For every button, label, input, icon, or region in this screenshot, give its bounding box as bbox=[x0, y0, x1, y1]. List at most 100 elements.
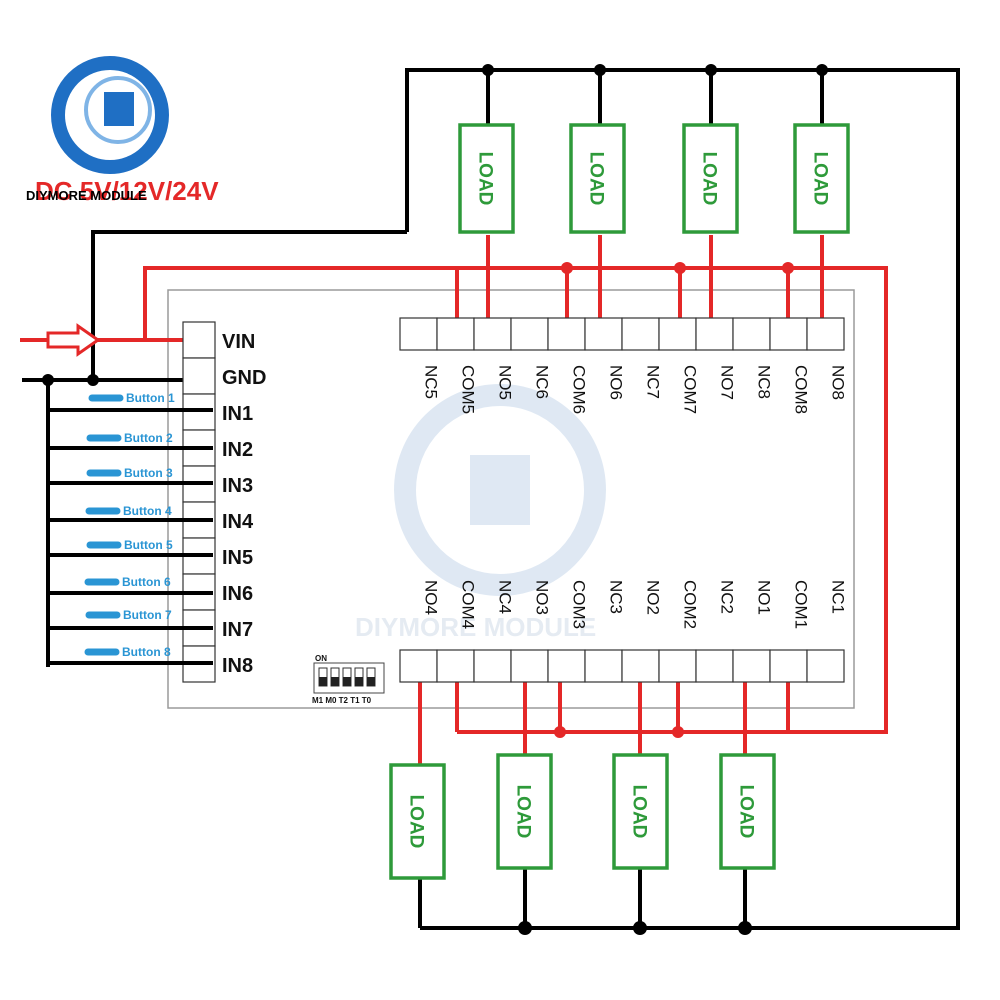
watermark-ring bbox=[394, 384, 606, 596]
terminal-label-com2: COM2 bbox=[681, 580, 700, 629]
load-box bbox=[682, 123, 739, 234]
relay-terminal-slot bbox=[510, 317, 549, 351]
terminal-label-com7: COM7 bbox=[681, 365, 700, 414]
terminal-label-nc7: NC7 bbox=[644, 365, 663, 399]
relay-terminal-slot bbox=[436, 317, 475, 351]
relay-terminal-slot bbox=[769, 317, 808, 351]
ground-node bbox=[594, 64, 606, 76]
relay-terminal-slot bbox=[510, 649, 549, 683]
ground-nodes bbox=[42, 64, 828, 935]
relay-terminal-slot bbox=[621, 649, 660, 683]
pin-label-in3: IN3 bbox=[222, 475, 253, 497]
watermark-mark bbox=[470, 455, 530, 525]
terminal-label-no4: NO4 bbox=[422, 580, 441, 615]
relay-terminal-slot bbox=[473, 317, 512, 351]
button-label: Button 7 bbox=[123, 608, 172, 622]
terminal-label-com6: COM6 bbox=[570, 365, 589, 414]
pin-label-in8: IN8 bbox=[222, 655, 253, 677]
power-nodes bbox=[554, 262, 794, 738]
pin-label-in7: IN7 bbox=[222, 619, 253, 641]
button-label: Button 4 bbox=[123, 504, 172, 518]
terminal-label-com8: COM8 bbox=[792, 365, 811, 414]
load-label: LOAD bbox=[810, 152, 831, 206]
relay-terminal-slot bbox=[806, 649, 845, 683]
ground-node bbox=[738, 921, 752, 935]
terminal-label-com1: COM1 bbox=[792, 580, 811, 629]
terminal-label-no1: NO1 bbox=[755, 580, 774, 615]
dip-lever bbox=[343, 677, 351, 686]
relay-terminal-slot bbox=[473, 649, 512, 683]
terminal-label-no6: NO6 bbox=[607, 365, 626, 400]
relay-terminal-slot bbox=[806, 317, 845, 351]
terminal-label-com5: COM5 bbox=[459, 365, 478, 414]
dip-lever bbox=[367, 677, 375, 686]
watermark: DIYMORE MODULE bbox=[355, 384, 606, 642]
load-box bbox=[719, 753, 776, 870]
power-arrow bbox=[46, 323, 101, 357]
relay-terminal-slot bbox=[584, 649, 623, 683]
input-terminal-slot bbox=[182, 357, 216, 395]
pin-label-vin: VIN bbox=[222, 331, 255, 353]
logo-cube bbox=[104, 92, 134, 126]
pin-label-in2: IN2 bbox=[222, 439, 253, 461]
button-label: Button 1 bbox=[126, 391, 175, 405]
load-label: LOAD bbox=[513, 785, 534, 839]
input-terminal-slot bbox=[182, 321, 216, 359]
terminal-label-no2: NO2 bbox=[644, 580, 663, 615]
relay-terminal-slot bbox=[584, 317, 623, 351]
load-label: LOAD bbox=[406, 795, 427, 849]
relay-terminal-slot bbox=[399, 317, 438, 351]
load-label: LOAD bbox=[736, 785, 757, 839]
watermark-text: DIYMORE MODULE bbox=[355, 612, 596, 642]
dip-lever bbox=[355, 677, 363, 686]
relay-terminal-slot bbox=[732, 649, 771, 683]
terminal-label-com4: COM4 bbox=[459, 580, 478, 629]
button-label: Button 5 bbox=[124, 538, 173, 552]
button-wiring: Button 1 Button 2 Button 3 Button 4 Button 5… bbox=[48, 391, 213, 665]
dip-lever bbox=[319, 677, 327, 686]
pin-label-in1: IN1 bbox=[222, 403, 253, 425]
ground-node bbox=[87, 374, 99, 386]
button-label: Button 2 bbox=[124, 431, 173, 445]
terminal-label-nc5: NC5 bbox=[422, 365, 441, 399]
relay-terminal-slot bbox=[547, 317, 586, 351]
ground-node bbox=[633, 921, 647, 935]
load-label: LOAD bbox=[475, 152, 496, 206]
dip-lever bbox=[331, 677, 339, 686]
relay-terminal-slot bbox=[658, 649, 697, 683]
load-box bbox=[612, 753, 669, 870]
terminal-label-no7: NO7 bbox=[718, 365, 737, 400]
arrow-icon bbox=[46, 323, 101, 357]
relay-terminal-slot bbox=[621, 317, 660, 351]
power-node bbox=[782, 262, 794, 274]
power-wires bbox=[20, 235, 888, 765]
button-label: Button 8 bbox=[122, 645, 171, 659]
dip-on-label: ON bbox=[315, 654, 327, 663]
relay-terminal-slot bbox=[695, 649, 734, 683]
ground-wires bbox=[22, 68, 960, 930]
logo-voltage: DC 5V/12V/24V bbox=[35, 176, 219, 206]
pin-label-in5: IN5 bbox=[222, 547, 253, 569]
load-box bbox=[458, 123, 515, 234]
relay-terminal-slot bbox=[695, 317, 734, 351]
load-label: LOAD bbox=[699, 152, 720, 206]
terminal-label-nc1: NC1 bbox=[829, 580, 848, 614]
relay-terminal-slot bbox=[547, 649, 586, 683]
relay-terminal-slot bbox=[399, 649, 438, 683]
terminal-label-no5: NO5 bbox=[496, 365, 515, 400]
terminal-label-no8: NO8 bbox=[829, 365, 848, 400]
relay-terminal-slot bbox=[436, 649, 475, 683]
brand-logo: DC 5V/12V/24V DIYMORE MODULE bbox=[26, 56, 219, 206]
button-label: Button 3 bbox=[124, 466, 173, 480]
terminal-label-nc2: NC2 bbox=[718, 580, 737, 614]
load-box bbox=[569, 123, 626, 234]
logo-brand: DIYMORE MODULE bbox=[26, 188, 147, 203]
relay-terminal-slot bbox=[732, 317, 771, 351]
load-box bbox=[389, 763, 446, 880]
load-box bbox=[793, 123, 850, 234]
load-box bbox=[496, 753, 553, 870]
